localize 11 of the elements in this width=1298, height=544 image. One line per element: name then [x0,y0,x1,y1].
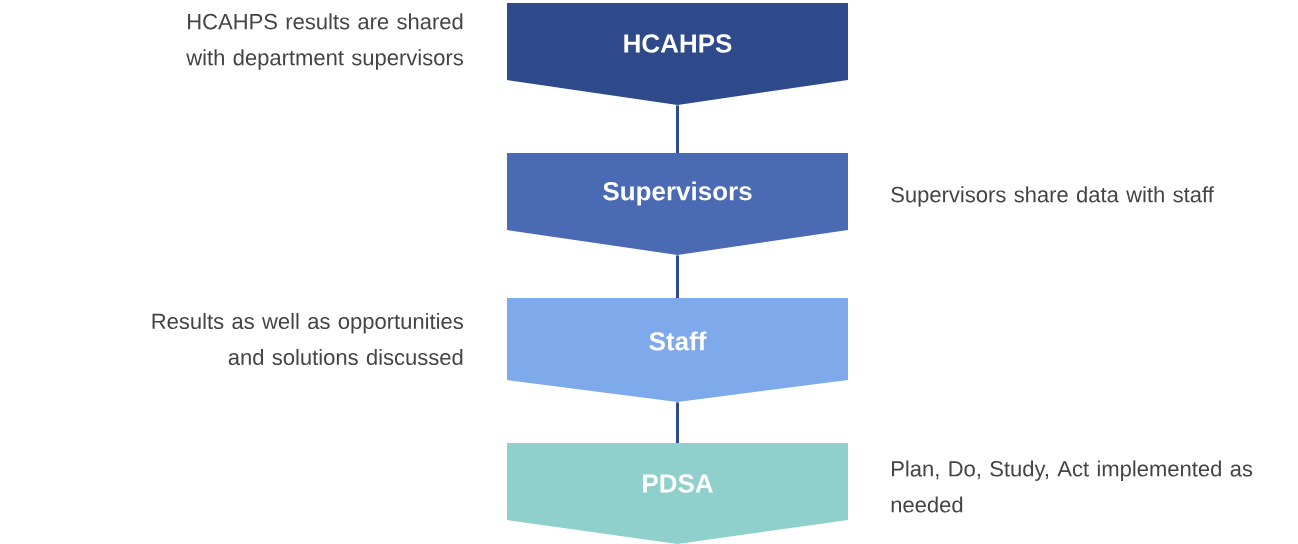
side-note: Supervisors share data with staff [891,186,1214,207]
connector-line [676,255,679,298]
side-note: Plan, Do, Study, Act implemented as needed [891,460,1253,513]
side-note: Results as well as opportunities and solutions discussed [152,312,463,366]
chevron-box: Supervisors [507,153,848,255]
chevron-box: Staff [507,298,848,402]
connector-line [676,402,679,443]
chevron-box: PDSA [507,443,848,544]
connector-line [676,105,679,153]
side-note: HCAHPS results are shared with department supervisors [186,13,463,70]
chevron-box: HCAHPS [507,3,848,105]
